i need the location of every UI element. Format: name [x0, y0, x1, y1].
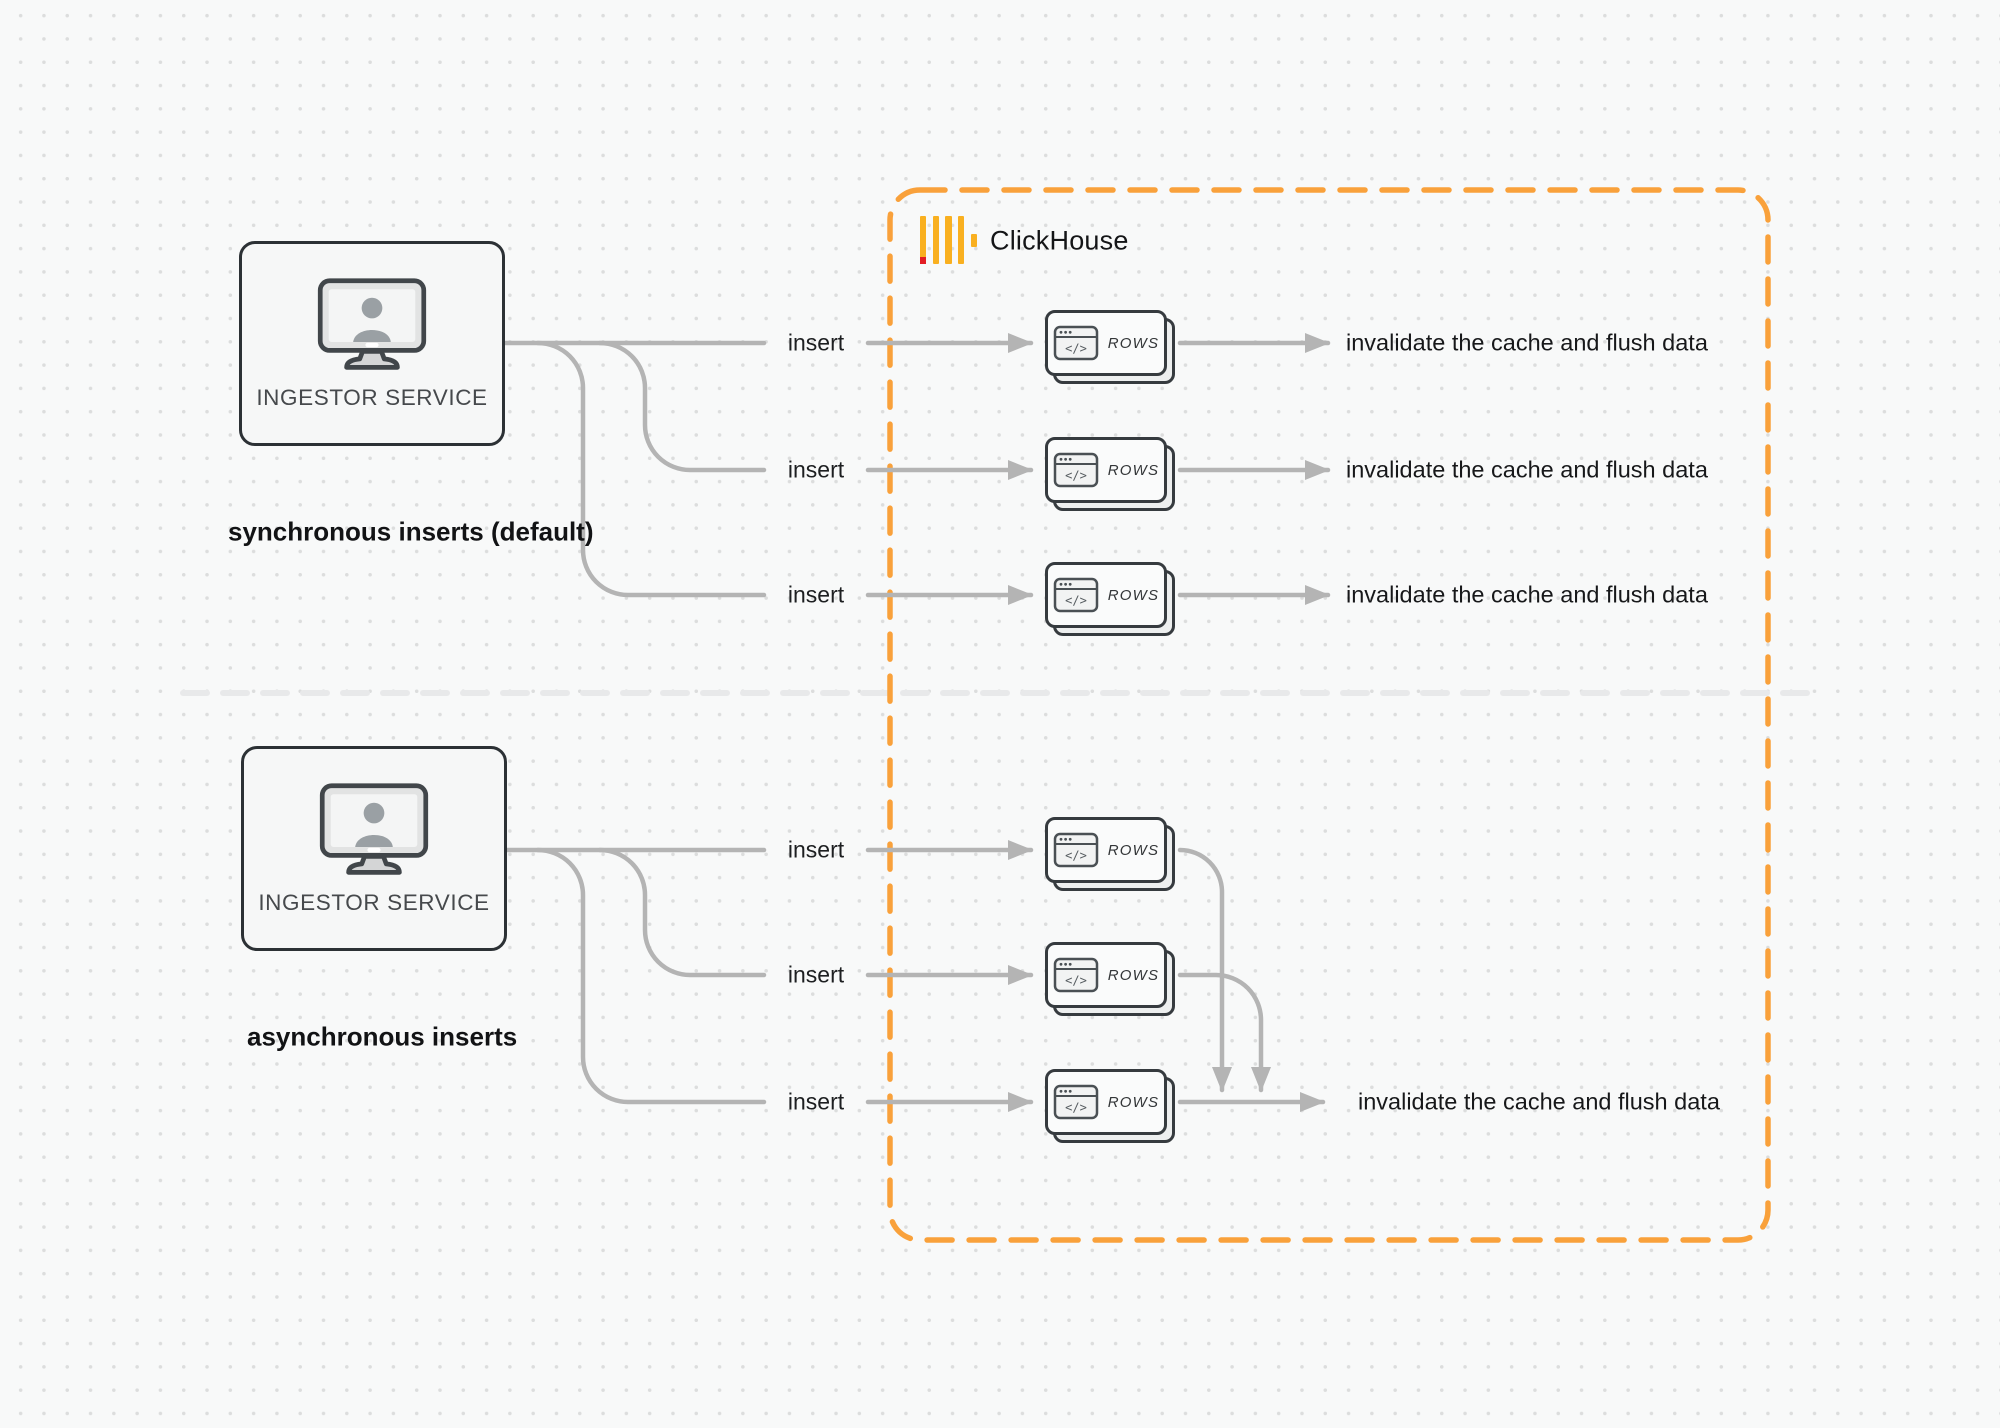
ingestor-service-label: INGESTOR SERVICE — [256, 384, 488, 410]
rows-node-sync-2: </> ROWS — [1045, 437, 1177, 513]
rows-node-async-3: </> ROWS — [1045, 1069, 1177, 1145]
result-label-sync-2: invalidate the cache and flush data — [1346, 456, 1708, 483]
insert-label-async-1: insert — [787, 836, 845, 863]
code-window-icon: </> — [1053, 957, 1099, 993]
rows-node-front: </> ROWS — [1045, 1069, 1167, 1135]
rows-label: ROWS — [1107, 1093, 1160, 1111]
rows-node-front: </> ROWS — [1045, 942, 1167, 1008]
sync-section-label: synchronous inserts (default) — [228, 516, 594, 547]
rows-node-sync-3: </> ROWS — [1045, 562, 1177, 638]
result-label-async: invalidate the cache and flush data — [1358, 1088, 1720, 1115]
rows-node-async-1: </> ROWS — [1045, 817, 1177, 893]
code-window-icon: </> — [1053, 325, 1099, 361]
insert-label-async-3: insert — [787, 1088, 845, 1115]
code-window-icon: </> — [1053, 577, 1099, 613]
code-window-icon: </> — [1053, 452, 1099, 488]
clickhouse-title: ClickHouse — [990, 225, 1129, 256]
logo-bar — [932, 216, 939, 264]
logo-red-accent — [920, 256, 927, 264]
rows-node-sync-1: </> ROWS — [1045, 310, 1177, 386]
rows-label: ROWS — [1107, 841, 1160, 859]
ingestor-service-label: INGESTOR SERVICE — [258, 889, 490, 915]
logo-bar — [945, 216, 952, 264]
insert-label-async-2: insert — [787, 961, 845, 988]
rows-node-front: </> ROWS — [1045, 817, 1167, 883]
code-window-icon: </> — [1053, 1084, 1099, 1120]
monitor-user-icon — [317, 277, 427, 370]
svg-text:</>: </> — [1065, 469, 1087, 483]
clickhouse-logo-icon — [920, 216, 978, 264]
logo-bar — [958, 216, 965, 264]
monitor-user-icon — [319, 782, 429, 875]
rows-label: ROWS — [1107, 334, 1160, 352]
rows-label: ROWS — [1107, 461, 1160, 479]
result-label-sync-3: invalidate the cache and flush data — [1346, 581, 1708, 608]
result-label-sync-1: invalidate the cache and flush data — [1346, 329, 1708, 356]
ingestor-service-box-sync: INGESTOR SERVICE — [239, 241, 505, 446]
ingestor-service-box-async: INGESTOR SERVICE — [241, 746, 507, 951]
sync-connectors — [502, 333, 1331, 605]
async-section-label: asynchronous inserts — [247, 1021, 518, 1052]
svg-text:</>: </> — [1065, 1101, 1087, 1115]
rows-node-front: </> ROWS — [1045, 562, 1167, 628]
logo-bar-short — [970, 233, 978, 247]
code-window-icon: </> — [1053, 832, 1099, 868]
insert-label-sync-2: insert — [787, 456, 845, 483]
rows-node-front: </> ROWS — [1045, 437, 1167, 503]
rows-node-async-2: </> ROWS — [1045, 942, 1177, 1018]
async-connectors — [504, 840, 1326, 1112]
insert-label-sync-1: insert — [787, 329, 845, 356]
rows-node-front: </> ROWS — [1045, 310, 1167, 376]
svg-text:</>: </> — [1065, 594, 1087, 608]
svg-text:</>: </> — [1065, 849, 1087, 863]
rows-label: ROWS — [1107, 966, 1160, 984]
rows-label: ROWS — [1107, 586, 1160, 604]
svg-text:</>: </> — [1065, 342, 1087, 356]
insert-label-sync-3: insert — [787, 581, 845, 608]
svg-text:</>: </> — [1065, 974, 1087, 988]
logo-bar — [920, 216, 927, 264]
